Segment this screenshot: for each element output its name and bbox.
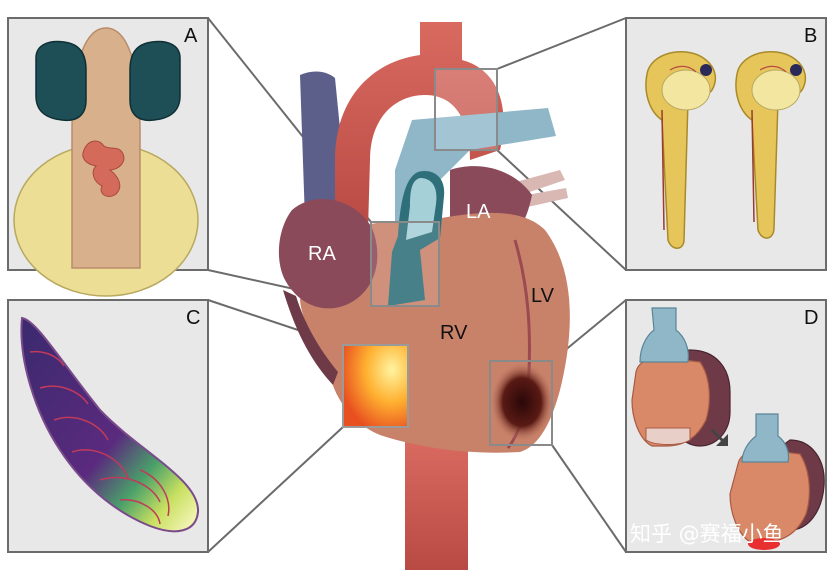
regeneration-arrowhead — [716, 434, 728, 446]
zebrafish-larva-1 — [645, 51, 717, 249]
connector-b-bottom — [496, 149, 627, 271]
zoom-box-b — [434, 68, 498, 151]
panel-a-letter: A — [184, 25, 198, 47]
label-ra: RA — [308, 243, 336, 265]
connector-c-bottom — [207, 426, 344, 553]
panel-a: A — [7, 17, 209, 297]
regenerated-heart — [729, 413, 825, 550]
panel-b-letter: B — [804, 25, 817, 47]
panel-b: B — [625, 17, 827, 271]
right-eye — [129, 40, 181, 122]
regenerated-apex — [748, 538, 780, 550]
heatmap-contours — [29, 350, 170, 525]
panel-b-frame — [625, 17, 827, 271]
right-atrium-rim — [283, 290, 338, 385]
label-lv: LV — [531, 285, 555, 307]
panel-c: C — [7, 299, 209, 553]
heart-illustration: RA LA LV RV — [278, 22, 570, 570]
zoom-box-c — [342, 344, 409, 428]
left-eye — [35, 40, 87, 122]
panel-c-letter: C — [186, 307, 200, 329]
scar-region — [490, 362, 554, 442]
outflow-valve — [406, 178, 437, 240]
panel-d-letter: D — [804, 307, 818, 329]
label-la: LA — [466, 201, 491, 223]
injured-heart — [631, 307, 731, 447]
label-rv: RV — [440, 322, 468, 344]
embryonic-heart — [82, 140, 125, 197]
watermark: 知乎 @赛福小鱼 — [630, 522, 784, 546]
panel-d: D — [625, 299, 827, 553]
zoom-box-a — [370, 221, 440, 307]
aortic-arch — [335, 22, 504, 230]
connector-b-top — [496, 17, 627, 70]
descending-aorta — [405, 440, 468, 570]
zebrafish-larva-2 — [735, 51, 807, 239]
zoom-box-d — [489, 360, 553, 446]
right-atrium — [278, 198, 378, 309]
connector-d-bottom — [551, 444, 627, 553]
